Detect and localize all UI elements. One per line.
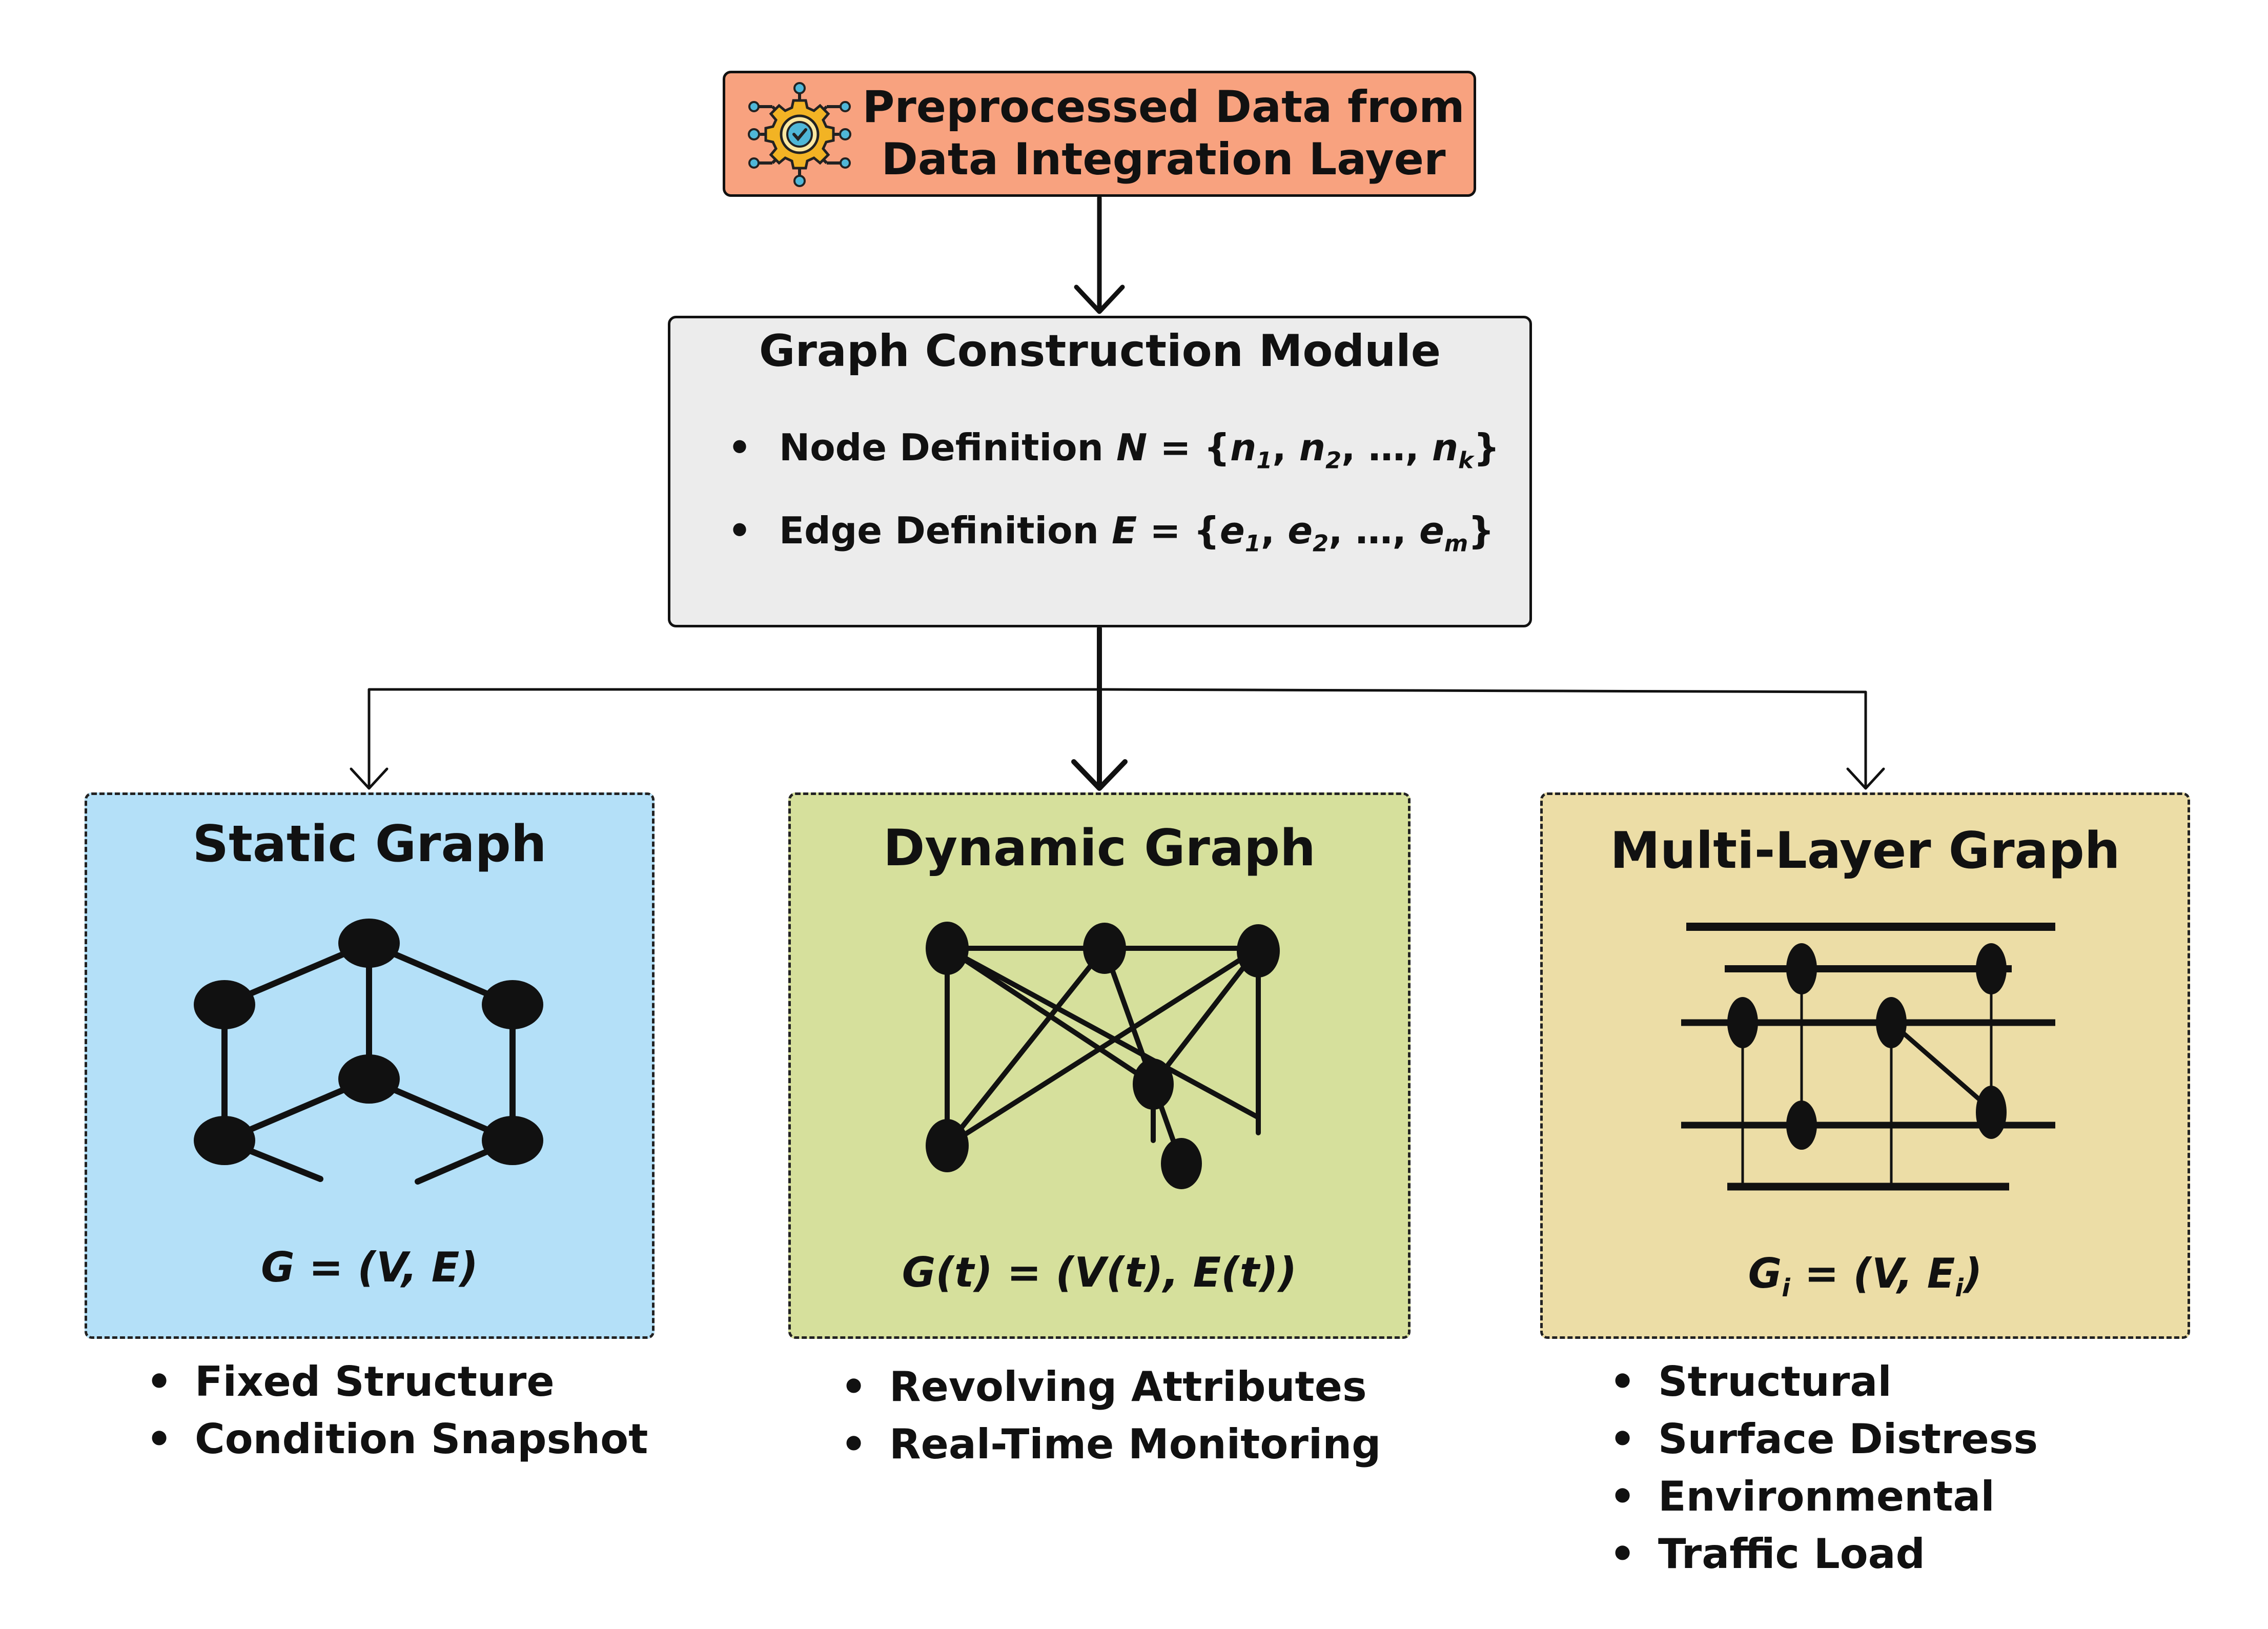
dynamic-graph-illustration	[926, 922, 1280, 1189]
arrow-module-to-static	[367, 688, 1101, 789]
multi-layer-graph-formula: Gi = (V, Ei)	[1540, 1246, 2190, 1302]
edge-definition-line: •Edge Definition E = {e1, e2, …, em}	[728, 502, 1497, 559]
dynamic-graph-formula: G(t) = (V(t), E(t))	[902, 1249, 1297, 1296]
multi-layer-graph-panel	[1540, 792, 2190, 1339]
list-item: •Real-Time Monitoring	[841, 1420, 1381, 1468]
feature-revolving-attributes: Revolving Attributes	[889, 1363, 1367, 1411]
data-processing-gear-icon	[748, 82, 851, 187]
node-definition-line: •Node Definition N = {n1, n2, …, nk}	[728, 419, 1500, 476]
feature-condition-snapshot: Condition Snapshot	[195, 1415, 648, 1463]
edge-sub-m: m	[1444, 530, 1468, 557]
static-graph-title: Static Graph	[192, 815, 547, 873]
arrowhead-module-to-multi	[1846, 767, 1885, 790]
formula-g: G	[1748, 1250, 1782, 1297]
feature-traffic-load: Traffic Load	[1658, 1530, 1925, 1578]
arrow-module-to-multi	[1098, 688, 1867, 789]
edge-e2: e	[1288, 509, 1313, 552]
node-n1: n	[1230, 426, 1257, 469]
formula-sub-i: i	[1782, 1273, 1790, 1302]
node-sub-2: 2	[1325, 447, 1342, 474]
multi-layer-graph-features: •Structural •Surface Distress •Environme…	[1609, 1353, 2038, 1583]
edge-sub-2: 2	[1313, 530, 1329, 557]
arrowhead-module-to-static	[350, 767, 389, 790]
multi-layer-graph-illustration	[1681, 923, 2055, 1191]
node-definition-label: Node Definition	[779, 426, 1104, 469]
feature-fixed-structure: Fixed Structure	[195, 1358, 555, 1406]
edge-e1: e	[1219, 509, 1245, 552]
list-item: •Environmental	[1609, 1473, 1995, 1520]
node-nk: n	[1432, 426, 1459, 469]
edge-em: e	[1419, 509, 1444, 552]
edge-set-open: = {	[1137, 509, 1220, 552]
formula-mid: = (V, E	[1790, 1250, 1955, 1297]
arrowhead-module-to-dynamic	[1071, 759, 1128, 791]
feature-structural: Structural	[1658, 1358, 1892, 1406]
list-item: •Traffic Load	[1609, 1530, 1925, 1578]
arrowhead-top-to-module	[1074, 284, 1125, 314]
list-item: •Fixed Structure	[146, 1358, 555, 1406]
feature-environmental: Environmental	[1658, 1473, 1995, 1520]
list-item: •Condition Snapshot	[146, 1415, 648, 1463]
formula-end: )	[1963, 1250, 1983, 1297]
dynamic-graph-panel	[788, 792, 1411, 1339]
formula-sub-i: i	[1955, 1273, 1964, 1302]
static-graph-illustration	[194, 919, 543, 1185]
list-item: •Structural	[1609, 1358, 1892, 1406]
module-title: Graph Construction Module	[759, 325, 1441, 377]
node-set-symbol: N	[1116, 426, 1148, 469]
static-graph-formula: G = (V, E)	[261, 1244, 478, 1291]
list-item: •Revolving Attributes	[841, 1363, 1367, 1411]
bullet-dot: •	[728, 426, 752, 469]
node-n2: n	[1299, 426, 1325, 469]
edge-sub-1: 1	[1244, 530, 1261, 557]
dynamic-graph-title: Dynamic Graph	[883, 819, 1316, 878]
list-item: •Surface Distress	[1609, 1415, 2038, 1463]
input-data-title-line1: Preprocessed Data from	[862, 82, 1465, 133]
multi-layer-graph-title: Multi-Layer Graph	[1610, 822, 2120, 880]
dynamic-graph-features: •Revolving Attributes •Real-Time Monitor…	[841, 1358, 1381, 1473]
node-sub-k: k	[1458, 447, 1474, 474]
static-graph-features: •Fixed Structure •Condition Snapshot	[146, 1353, 648, 1468]
node-set-open: = {	[1147, 426, 1230, 469]
graph-construction-module-box	[668, 316, 1532, 627]
bullet-dot: •	[728, 509, 752, 552]
edge-set-symbol: E	[1111, 509, 1137, 552]
input-data-title: Preprocessed Data from Data Integration …	[851, 77, 1476, 190]
node-sub-1: 1	[1256, 447, 1273, 474]
feature-surface-distress: Surface Distress	[1658, 1415, 2038, 1463]
input-data-title-line2: Data Integration Layer	[881, 134, 1446, 185]
feature-real-time-monitoring: Real-Time Monitoring	[889, 1420, 1381, 1468]
edge-definition-label: Edge Definition	[779, 509, 1099, 552]
